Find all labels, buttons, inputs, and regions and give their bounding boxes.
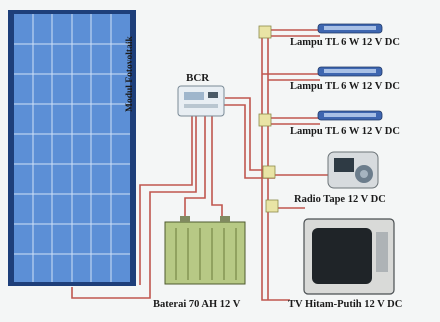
panel-label: Modul Fotovoltaik [125,36,135,112]
lamp-label-3: Lampu TL 6 W 12 V DC [290,126,400,137]
lamp-label-1: Lampu TL 6 W 12 V DC [290,37,400,48]
radio-label: Radio Tape 12 V DC [294,194,386,205]
bcr-label: BCR [186,72,210,84]
lamp-2 [317,66,383,77]
solar-panel [8,10,136,286]
tv-label: TV Hitam-Putih 12 V DC [288,299,403,310]
radio-tape [327,151,379,189]
bcr-controller [177,85,225,117]
battery-label: Baterai 70 AH 12 V [153,299,241,310]
battery [164,216,246,285]
lamp-3 [317,110,383,121]
lamp-1 [317,23,383,34]
junction-boxes [258,25,279,213]
tv-set [303,218,395,295]
lamp-label-2: Lampu TL 6 W 12 V DC [290,81,400,92]
